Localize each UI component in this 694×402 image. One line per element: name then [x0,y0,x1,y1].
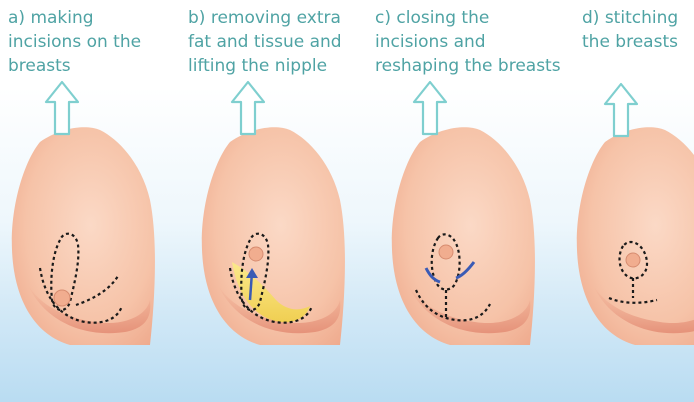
up-arrow-icon [46,82,78,134]
panel-b-figure [202,82,345,345]
panel-d-figure [577,84,694,345]
up-arrow-icon [414,82,446,134]
panel-c-figure [392,82,535,345]
nipple [439,245,453,259]
nipple [626,253,640,267]
up-arrow-icon [232,82,264,134]
nipple [54,290,70,306]
nipple [249,247,263,261]
up-arrow-icon [605,84,637,136]
panel-a-figure [12,82,155,345]
